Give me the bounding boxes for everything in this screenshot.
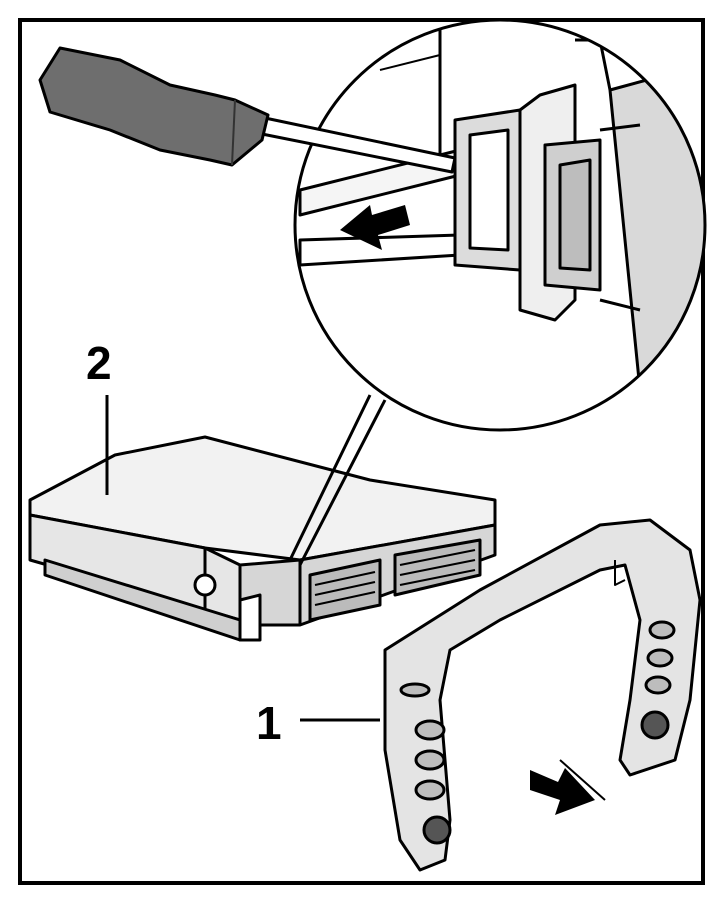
magnifier-pointer	[298, 399, 387, 566]
pull-arrow-icon	[530, 759, 606, 815]
magnifier-pointer	[288, 394, 372, 561]
release-arrow-icon	[340, 205, 410, 250]
callout-part-2: 2	[86, 337, 112, 389]
mounting-screw	[193, 573, 217, 597]
callout-part-1: 1	[256, 697, 282, 749]
screwdriver-icon	[38, 46, 457, 174]
detail-magnifier	[293, 18, 707, 432]
trim-frame	[383, 518, 702, 872]
radio-unit	[28, 435, 497, 642]
